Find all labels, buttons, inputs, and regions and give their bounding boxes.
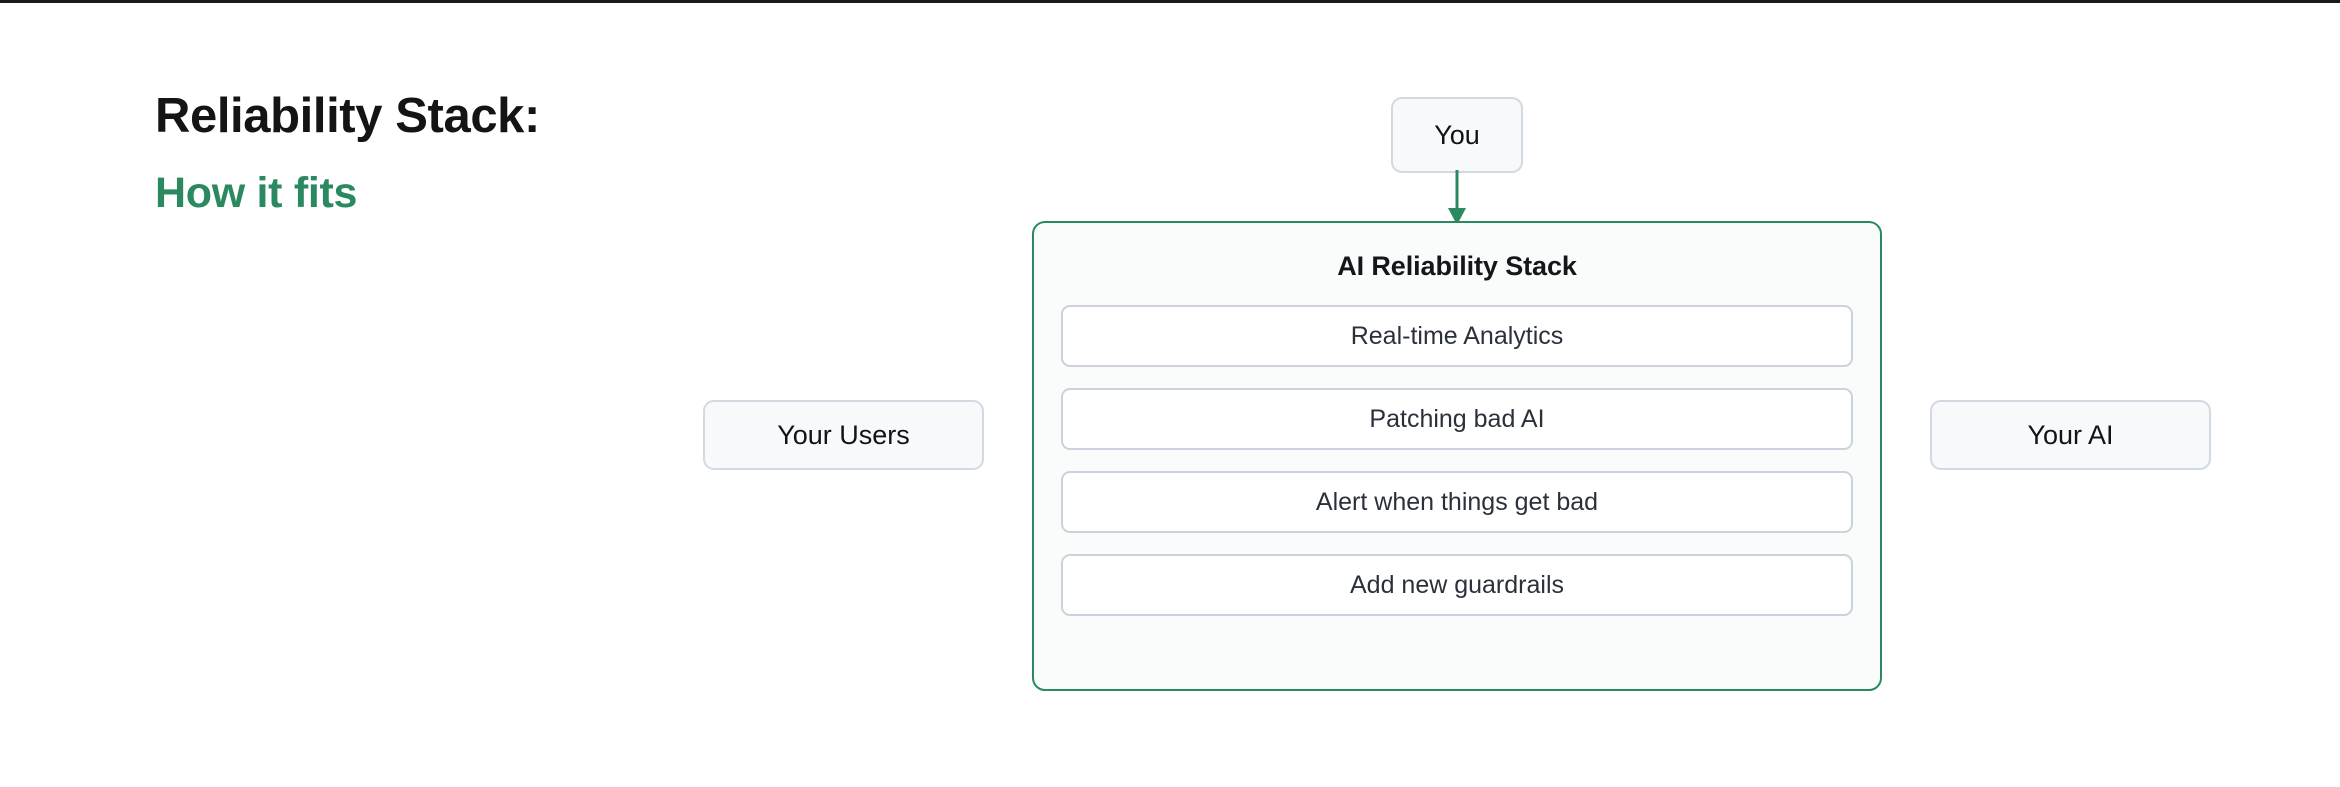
- stack-item-list: Real-time Analytics Patching bad AI Aler…: [1034, 282, 1880, 616]
- node-you-label: You: [1434, 119, 1480, 150]
- stack-item-label: Add new guardrails: [1349, 570, 1564, 599]
- node-your-users[interactable]: Your Users: [703, 400, 984, 470]
- page-title: Reliability Stack:: [155, 89, 540, 143]
- node-you[interactable]: You: [1391, 97, 1523, 173]
- top-rule-divider: [0, 0, 2340, 3]
- stack-title: AI Reliability Stack: [1337, 251, 1577, 281]
- stack-item-label: Real-time Analytics: [1350, 321, 1564, 350]
- stack-item-real-time-analytics[interactable]: Real-time Analytics: [1061, 305, 1853, 367]
- stack-item-add-new-guardrails[interactable]: Add new guardrails: [1061, 554, 1853, 616]
- node-your-users-label: Your Users: [777, 419, 910, 450]
- stack-item-alert-when-things-get-bad[interactable]: Alert when things get bad: [1061, 471, 1853, 533]
- stack-item-patching-bad-ai[interactable]: Patching bad AI: [1061, 388, 1853, 450]
- ai-reliability-stack-container: AI Reliability Stack Real-time Analytics…: [1032, 221, 1882, 691]
- heading-block: Reliability Stack: How it fits: [155, 88, 855, 219]
- stack-item-label: Patching bad AI: [1369, 404, 1545, 433]
- stack-item-label: Alert when things get bad: [1315, 487, 1599, 516]
- arrow-down-icon: [1448, 170, 1466, 225]
- node-your-ai[interactable]: Your AI: [1930, 400, 2211, 470]
- page-subtitle: How it fits: [155, 168, 358, 217]
- arrow-head: [1448, 208, 1466, 225]
- node-your-ai-label: Your AI: [2027, 419, 2114, 450]
